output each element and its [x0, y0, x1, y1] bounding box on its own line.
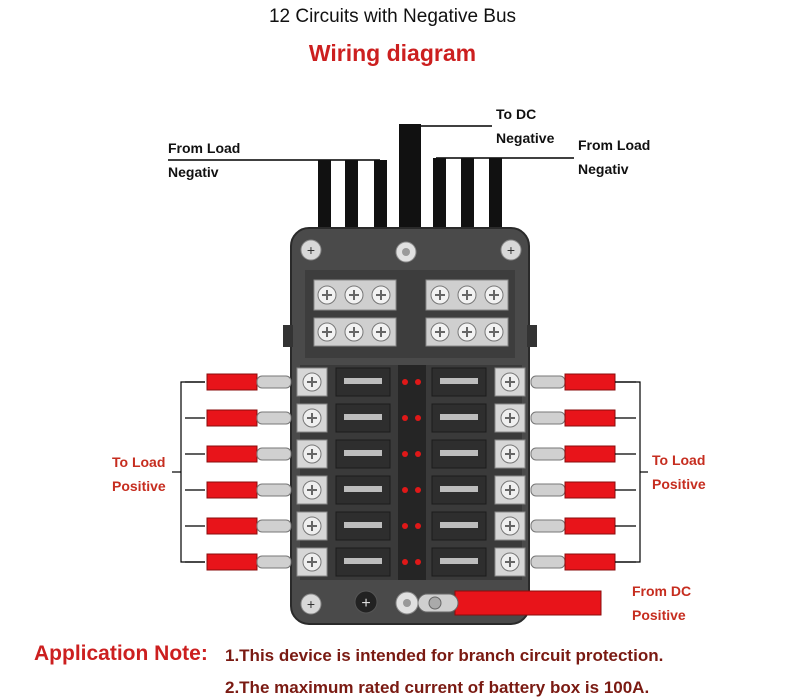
fuse-blade-left — [344, 522, 382, 528]
label-line: To Load — [112, 454, 166, 470]
led-left — [402, 487, 408, 493]
red-wire-right — [564, 373, 616, 391]
led-left — [402, 559, 408, 565]
terminal-left — [256, 483, 292, 497]
red-wire-left — [206, 553, 258, 571]
fuse-blade-right — [440, 450, 478, 456]
terminal-left — [256, 555, 292, 569]
fuse-blade-left — [344, 378, 382, 384]
label-line: Negativ — [578, 161, 629, 177]
terminal-right — [530, 519, 566, 533]
red-wire-left — [206, 409, 258, 427]
led-left — [402, 415, 408, 421]
led-right — [415, 415, 421, 421]
application-note-1: 1.This device is intended for branch cir… — [225, 646, 664, 665]
terminal-left — [256, 411, 292, 425]
led-left — [402, 523, 408, 529]
led-right — [415, 523, 421, 529]
red-wire-left — [206, 445, 258, 463]
label-line: To DC — [496, 106, 537, 122]
application-note-heading: Application Note: — [34, 642, 208, 665]
fuse-blade-right — [440, 486, 478, 492]
svg-text:+: + — [507, 242, 515, 258]
label-line: From Load — [578, 137, 651, 153]
red-wire-left — [206, 517, 258, 535]
red-wire-right — [564, 481, 616, 499]
fuse-blade-left — [344, 450, 382, 456]
label-line: Positive — [632, 607, 686, 623]
terminal-left — [256, 519, 292, 533]
fuse-blade-left — [344, 414, 382, 420]
label-to-dc-negative: To DC Negative — [496, 102, 554, 150]
label-line: From Load — [168, 140, 241, 156]
led-strip — [398, 365, 426, 580]
led-right — [415, 379, 421, 385]
led-left — [402, 451, 408, 457]
application-note-2: 2.The maximum rated current of battery b… — [225, 678, 650, 697]
fuse-blade-left — [344, 558, 382, 564]
terminal-right — [530, 375, 566, 389]
corner-screws: + + + + — [300, 239, 522, 615]
label-line: From DC — [632, 583, 692, 599]
terminal-right — [530, 447, 566, 461]
label-line: Positive — [112, 478, 166, 494]
label-from-dc-positive: From DC Positive — [632, 579, 691, 627]
label-from-load-negative-right: From Load Negativ — [578, 133, 650, 181]
terminal-right — [530, 411, 566, 425]
svg-text:+: + — [307, 242, 315, 258]
label-line: Negativ — [168, 164, 219, 180]
led-right — [415, 559, 421, 565]
fuse-blade-right — [440, 522, 478, 528]
red-wire-right — [564, 445, 616, 463]
label-line: To Load — [652, 452, 706, 468]
diagram-title: 12 Circuits with Negative Bus — [268, 6, 517, 27]
terminal-left — [256, 375, 292, 389]
negative-bus-terminals — [313, 279, 509, 347]
fuse-blade-right — [440, 378, 478, 384]
label-to-load-positive-right: To Load Positive — [652, 448, 706, 496]
label-from-load-negative-left: From Load Negativ — [168, 136, 240, 184]
svg-text:+: + — [361, 595, 370, 612]
dc-negative-cable — [399, 124, 421, 234]
label-line: Positive — [652, 476, 706, 492]
terminal-right — [530, 483, 566, 497]
led-right — [415, 487, 421, 493]
dc-positive-cable — [395, 590, 602, 616]
fuse-rows — [185, 367, 636, 577]
svg-text:+: + — [307, 596, 315, 612]
diagram-subtitle: Wiring diagram — [308, 40, 477, 66]
fuse-blade-right — [440, 558, 478, 564]
red-wire-left — [206, 373, 258, 391]
red-wire-right — [564, 409, 616, 427]
label-line: Negative — [496, 130, 555, 146]
terminal-left — [256, 447, 292, 461]
fuse-blade-left — [344, 486, 382, 492]
terminal-right — [530, 555, 566, 569]
red-wire-left — [206, 481, 258, 499]
red-wire-right — [564, 517, 616, 535]
led-right — [415, 451, 421, 457]
led-left — [402, 379, 408, 385]
red-wire-right — [564, 553, 616, 571]
label-to-load-positive-left: To Load Positive — [112, 450, 166, 498]
fuse-blade-right — [440, 414, 478, 420]
